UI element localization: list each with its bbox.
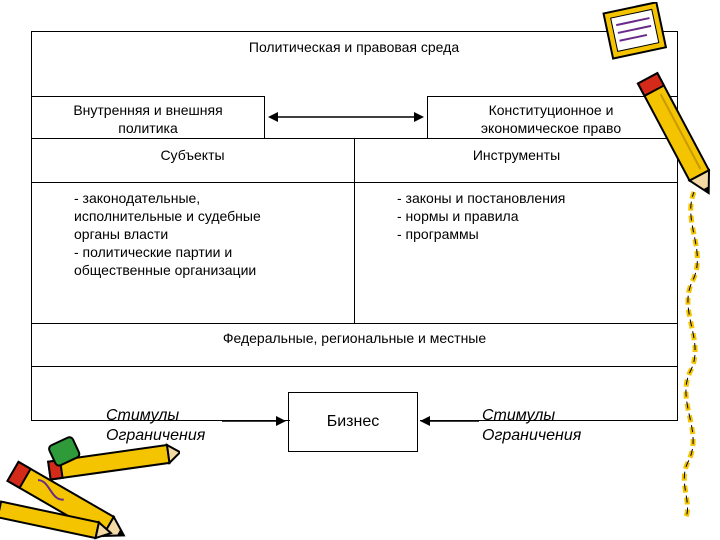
left-factor-stimuli: Стимулы (106, 407, 180, 424)
subjects-list: - законодательные, исполнительные и суде… (74, 189, 344, 279)
frame-left (31, 31, 32, 420)
list-item: исполнительные и судебные (74, 208, 261, 224)
right-box-border (427, 96, 428, 138)
divider-title-right (427, 96, 678, 97)
levels-label: Федеральные, региональные и местные (222, 330, 487, 346)
policy-box-label: Внутренняя и внешняя политика (73, 102, 223, 136)
list-item: - программы (397, 226, 479, 242)
list-item: - законодательные, (74, 190, 201, 206)
double-arrow-icon (268, 112, 424, 122)
left-box-border (264, 96, 265, 138)
frame-right (677, 31, 678, 420)
pencils-bundle-icon (0, 436, 180, 540)
law-box-label: Конституционное и экономическое право (480, 102, 622, 136)
right-factors: Стимулы Ограничения (482, 406, 612, 446)
divider-levels-bottom (31, 366, 678, 367)
list-item: общественные организации (74, 262, 257, 278)
instruments-list: - законы и постановления - нормы и прави… (397, 189, 667, 243)
arrow-right-icon (222, 416, 286, 426)
left-factor-limits: Ограничения (106, 427, 206, 444)
list-item: - политические партии и (74, 244, 233, 260)
diagram-title: Политическая и правовая среда (248, 39, 460, 55)
instruments-header: Инструменты (472, 147, 561, 163)
pencil-icon (602, 2, 711, 518)
business-label: Бизнес (326, 413, 380, 430)
frame-bottom (31, 420, 290, 421)
frame-top (31, 31, 677, 32)
business-box (288, 392, 418, 452)
right-factor-stimuli: Стимулы (482, 407, 556, 424)
list-item: - нормы и правила (397, 208, 519, 224)
right-factor-limits: Ограничения (482, 427, 582, 444)
frame-bottom-right (420, 420, 678, 421)
list-item: - законы и постановления (397, 190, 566, 206)
divider-center (354, 138, 355, 323)
divider-title (31, 96, 265, 97)
divider-levels-top (31, 323, 678, 324)
list-item: органы власти (74, 226, 169, 242)
arrow-left-icon (420, 416, 479, 426)
subjects-header: Субъекты (160, 147, 225, 163)
left-factors: Стимулы Ограничения (106, 406, 236, 446)
